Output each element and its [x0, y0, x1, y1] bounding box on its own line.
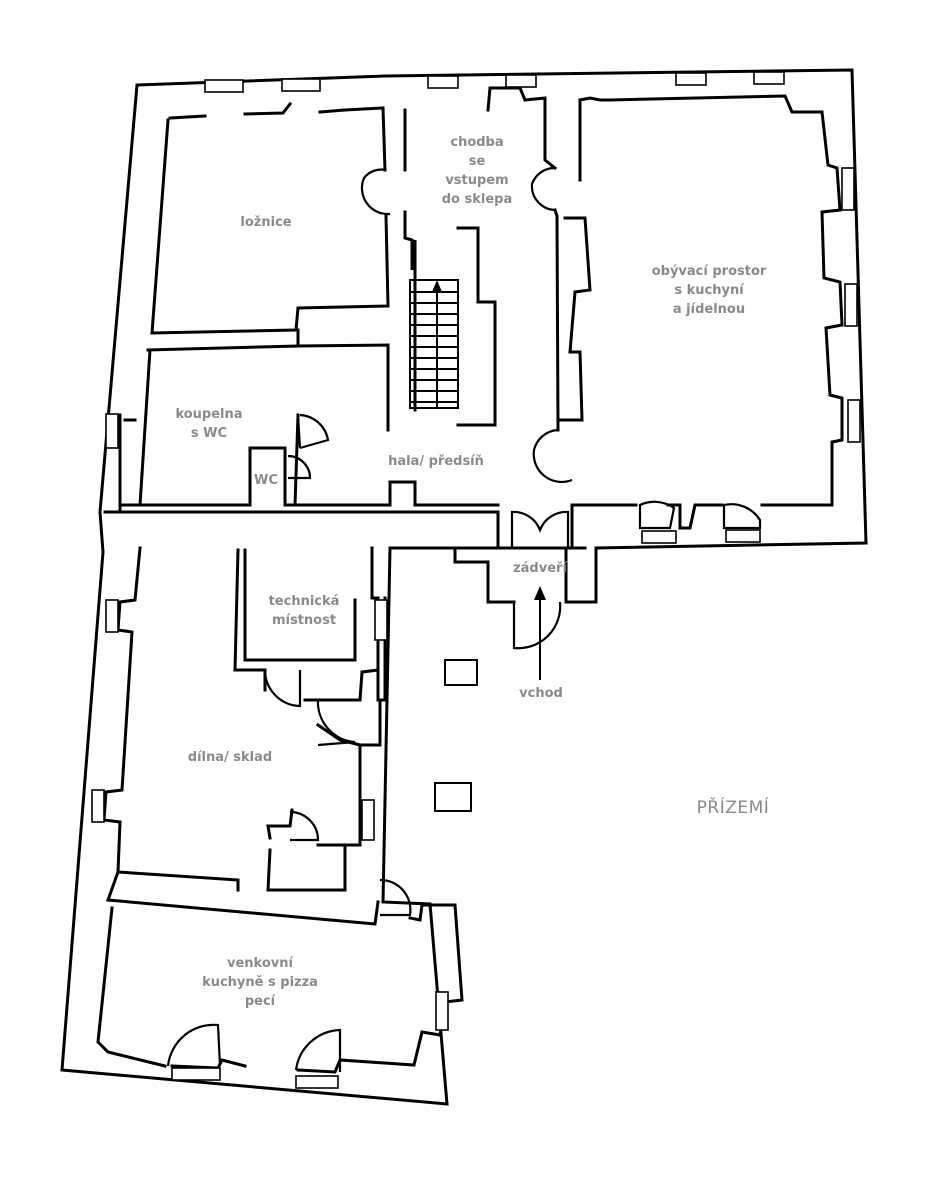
room-label-line: obývací prostor: [652, 264, 767, 279]
staircase: [409, 279, 459, 409]
window: [847, 399, 861, 443]
window: [725, 529, 761, 543]
door: [166, 1023, 222, 1067]
room-label-line: kuchyně s pizza: [202, 975, 318, 990]
window: [91, 789, 105, 823]
room-label-line: s kuchyní: [674, 283, 745, 298]
window: [753, 71, 785, 85]
door: [296, 413, 330, 450]
room-label-line: chodba: [450, 135, 503, 150]
room-label-chodba: chodba se vstupem do sklepa: [442, 135, 513, 207]
room-label-line: hala/ předsíň: [388, 454, 484, 469]
window: [641, 530, 677, 544]
window: [675, 72, 707, 86]
room-label-technicka: technická místnost: [269, 594, 340, 628]
room-label-line: a jídelnou: [673, 302, 745, 317]
room-label-venkovni: venkovní kuchyně s pizza pecí: [202, 956, 318, 1009]
room-labels: ložnice chodba se vstupem do sklepa obývací…: [175, 135, 770, 1009]
door: [530, 166, 557, 212]
room-label-line: ložnice: [240, 215, 291, 230]
stair-arrow: [432, 280, 442, 408]
room-label-zadveri: zádveří: [513, 561, 568, 576]
door: [289, 810, 320, 842]
door: [512, 601, 562, 650]
door: [379, 878, 412, 917]
window: [844, 283, 858, 327]
windows: [91, 71, 861, 1089]
room-label-vchod: vchod: [519, 686, 563, 701]
entrance-arrow: [534, 586, 546, 680]
door: [510, 510, 570, 548]
outer-walls: [60, 68, 868, 1106]
room-label-koupelna: koupelna s WC: [175, 407, 242, 441]
courtyard-block: [444, 659, 478, 686]
floor-label: PŘÍZEMÍ: [697, 796, 770, 818]
room-label-line: místnost: [272, 613, 336, 628]
door: [722, 503, 762, 530]
room-label-hala: hala/ předsíň: [388, 454, 484, 469]
window: [281, 78, 321, 92]
room-label-line: WC: [254, 473, 278, 488]
door: [294, 1028, 342, 1072]
window: [374, 599, 388, 641]
room-label-wc: WC: [254, 473, 278, 488]
door: [532, 428, 573, 483]
room-label-line: vchod: [519, 686, 563, 701]
room-label-line: s WC: [191, 426, 227, 441]
window: [427, 75, 459, 89]
inner-walls: [96, 86, 844, 1074]
room-label-line: koupelna: [175, 407, 242, 422]
window: [841, 167, 855, 211]
window: [361, 799, 375, 841]
room-label-loznice: ložnice: [240, 215, 291, 230]
room-label-line: dílna/ sklad: [188, 750, 272, 765]
window: [171, 1067, 221, 1081]
door: [360, 168, 391, 216]
room-label-line: vstupem: [445, 173, 508, 188]
room-label-line: venkovní: [227, 956, 295, 971]
room-label-line: se: [469, 154, 486, 169]
room-label-line: do sklepa: [442, 192, 513, 207]
room-label-line: technická: [269, 594, 340, 609]
window: [435, 991, 449, 1031]
courtyard-block: [434, 782, 472, 812]
room-label-line: zádveří: [513, 561, 568, 576]
window: [105, 599, 119, 633]
window: [105, 413, 119, 449]
window: [204, 79, 244, 93]
room-label-obyvaci: obývací prostor s kuchyní a jídelnou: [652, 264, 767, 317]
door: [287, 454, 312, 480]
room-label-line: pecí: [245, 994, 277, 1009]
window: [295, 1075, 339, 1089]
doors: [166, 166, 762, 1072]
door: [263, 669, 302, 708]
door: [638, 500, 676, 530]
window: [505, 74, 537, 88]
door: [316, 699, 356, 747]
room-label-dilna: dílna/ sklad: [188, 750, 272, 765]
